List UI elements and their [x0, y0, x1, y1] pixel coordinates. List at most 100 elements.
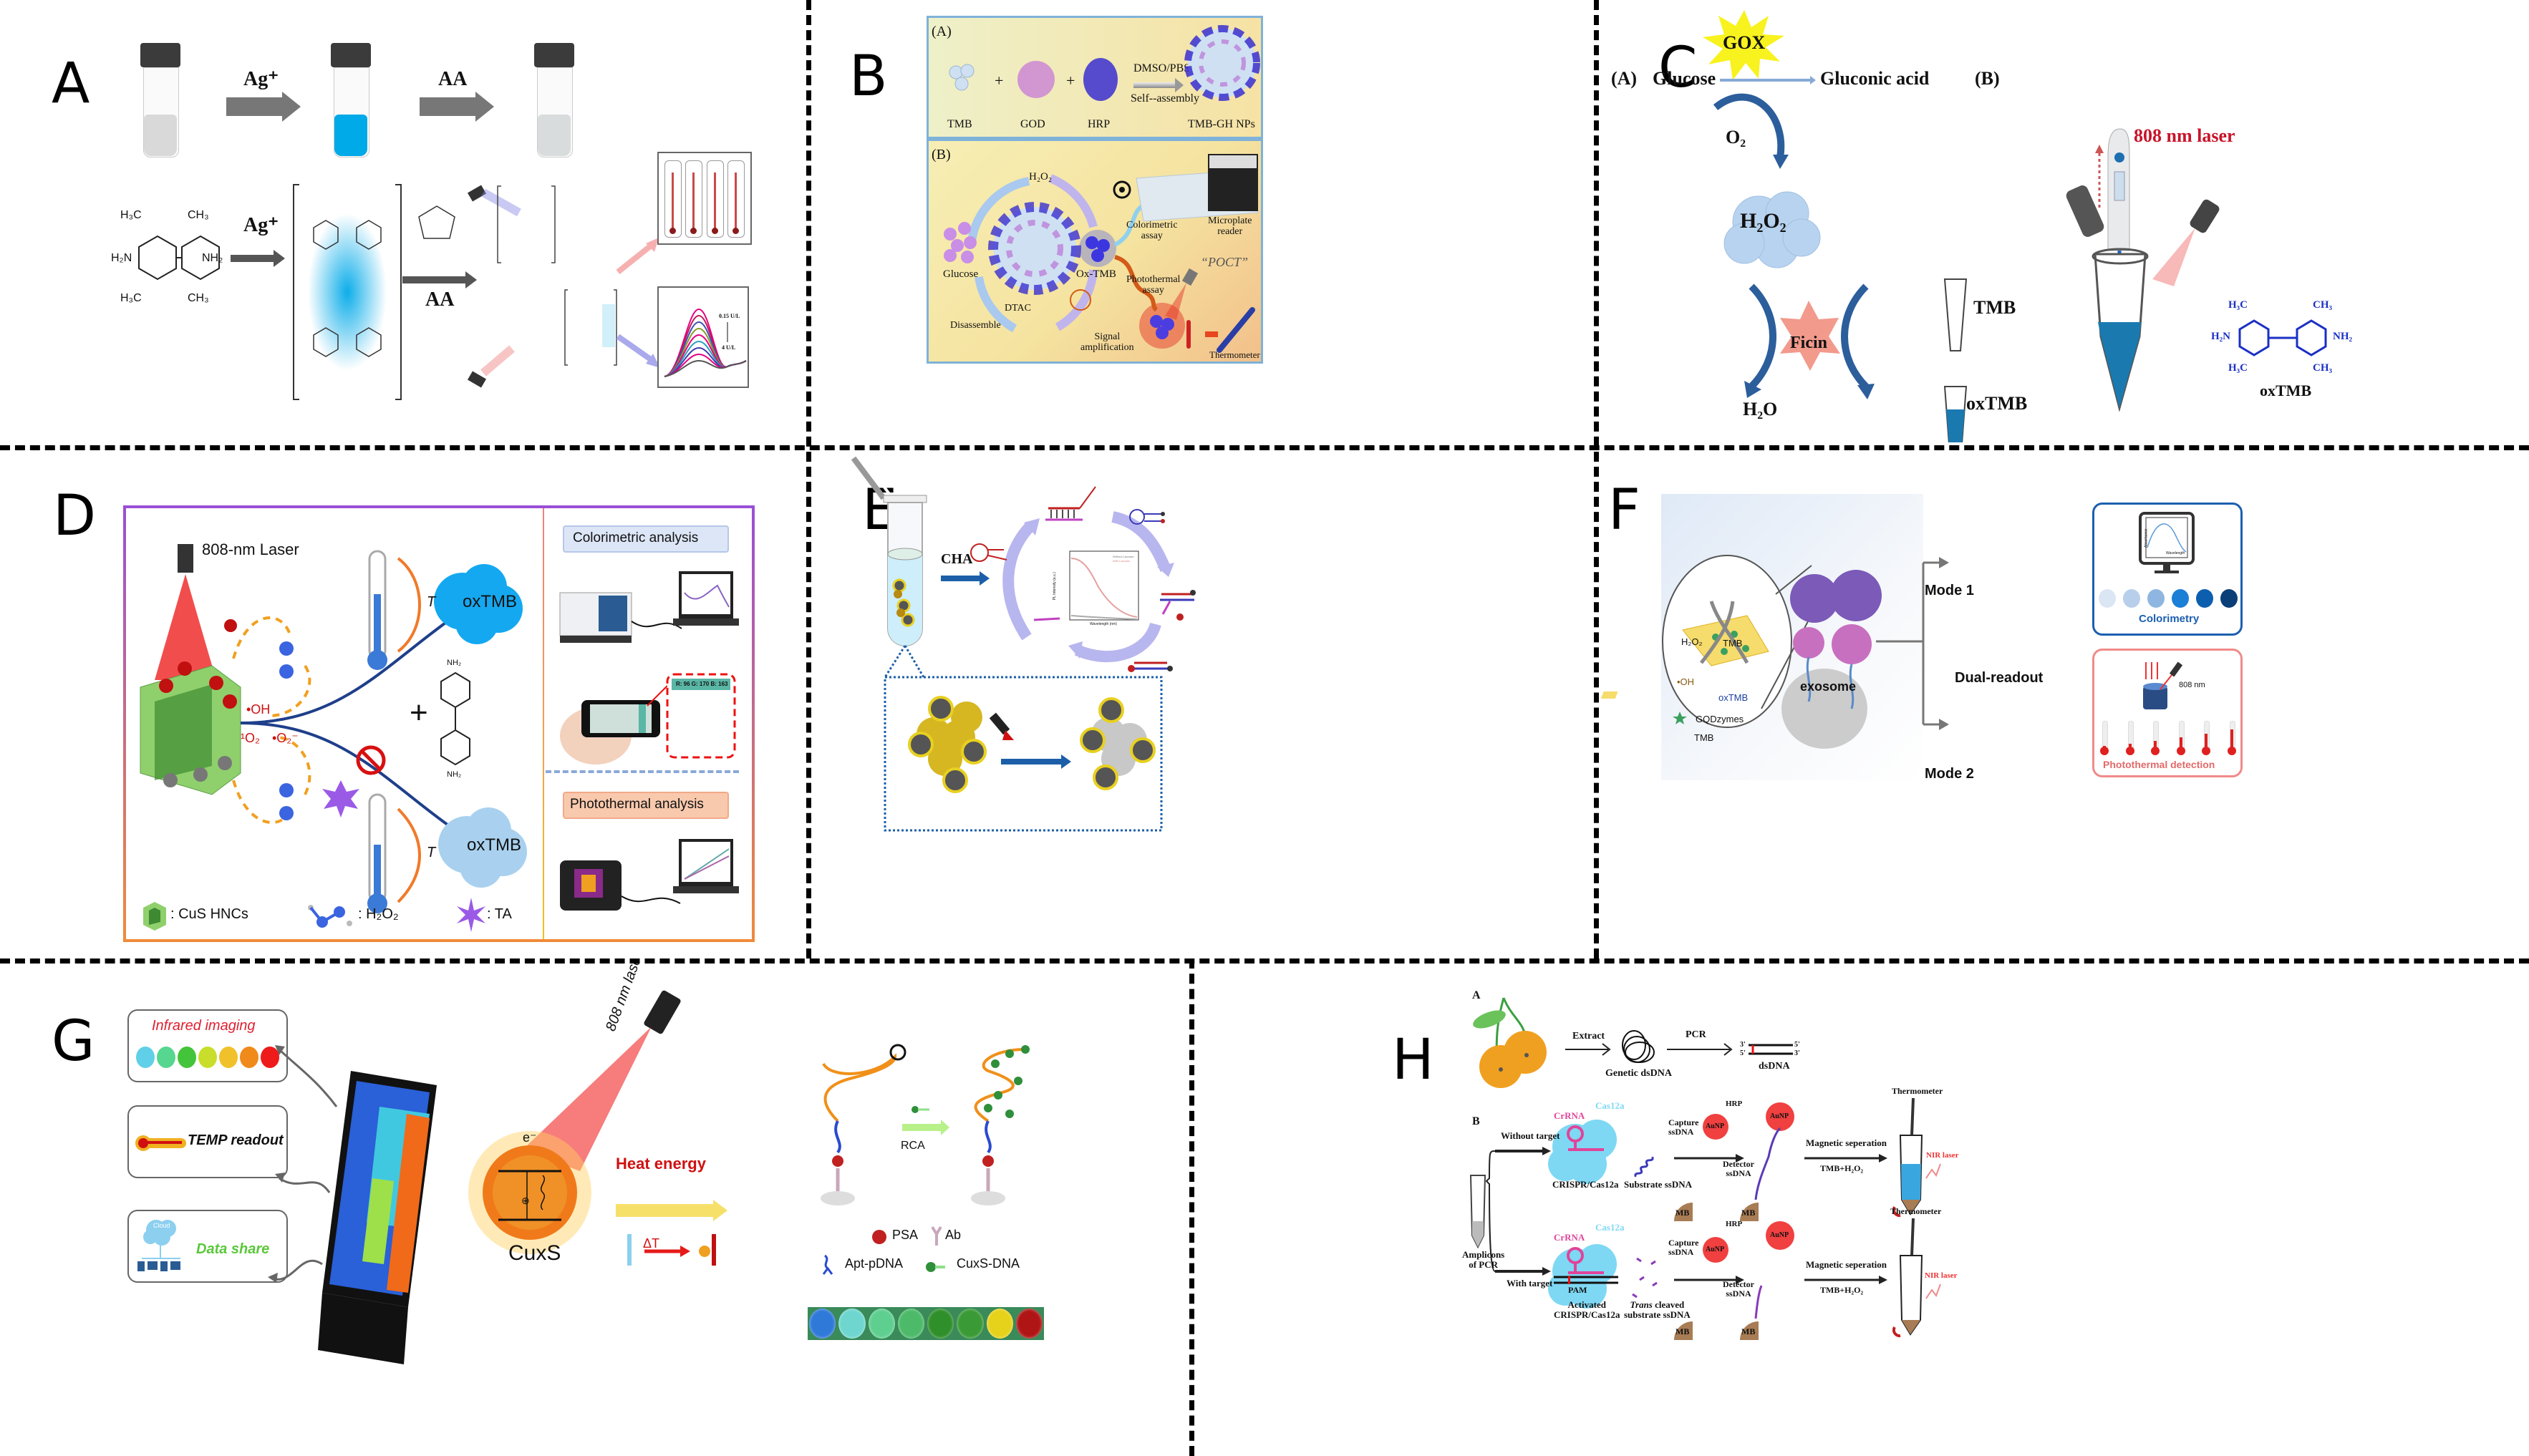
- label-signal-amplification: Signal amplification: [1080, 331, 1134, 354]
- label-thermometer-top: Thermometer: [1892, 1086, 1943, 1096]
- label-hrp-top: HRP: [1726, 1100, 1743, 1108]
- panel-f: F H₂O₂ TMB •OH oxTMB GQDzymes TMB exosom…: [1601, 451, 2529, 955]
- tmb-h3c-bottom: H₃C: [120, 292, 142, 304]
- label-nh2-top: NH₂: [447, 659, 462, 667]
- thermometer-icon: [727, 160, 745, 238]
- label-colorimetry: Colorimetry: [2139, 613, 2200, 625]
- label-capture-ssdna-top: Capture ssDNA: [1668, 1117, 1699, 1137]
- label-activated-crispr: Activated CRISPR/Cas12a: [1554, 1299, 1620, 1321]
- panel-label-h: H: [1392, 1028, 1434, 1092]
- vial-2: [331, 43, 371, 157]
- label-oxtmb-top: oxTMB: [463, 592, 518, 611]
- label-tmb-legend: TMB: [1694, 732, 1714, 743]
- panel-d: D: [0, 451, 802, 955]
- rgb-readout: R: 96 G: 170 B: 163: [676, 681, 728, 687]
- absorbance-spectrum-plot: [664, 308, 747, 377]
- label-cas12a-top: Cas12a: [1595, 1100, 1625, 1111]
- label-cha: CHA: [941, 551, 973, 567]
- thermometer-readout-box: [657, 152, 752, 245]
- label-mb-2: MB: [1741, 1208, 1756, 1218]
- thermometer-icon: [2151, 721, 2160, 755]
- label-trans-cleaved: Trans cleaved substrate ssDNA: [1624, 1299, 1691, 1321]
- photothermal-analysis-header: Photothermal analysis: [563, 792, 729, 819]
- label-cuxs: CuxS: [508, 1241, 561, 1265]
- label-poct: “POCT”: [1201, 255, 1249, 269]
- well: [897, 1309, 924, 1339]
- well: [809, 1309, 836, 1339]
- thermometer-icon: [2100, 721, 2109, 755]
- label-photothermal-analysis: Photothermal analysis: [570, 797, 704, 812]
- thermometer-icon: [2125, 721, 2134, 755]
- arrow-label-bottom: Self--assembly: [1131, 92, 1199, 105]
- label-oh: •OH: [1677, 676, 1695, 687]
- hrp-enzyme: [1083, 58, 1118, 101]
- vial-liquid: [538, 115, 571, 156]
- psa-icon: [872, 1230, 886, 1244]
- panel-label-f: F: [1608, 478, 1640, 543]
- reaction-arrows: [1713, 93, 1968, 442]
- struct-ch3-bottom: CH₃: [2313, 362, 2332, 374]
- label-nir-laser-top: NIR laser: [1926, 1151, 1959, 1160]
- label-trans-rest: cleaved substrate ssDNA: [1624, 1299, 1691, 1321]
- oxidized-tmb-complex: [293, 184, 402, 400]
- temp-readout-box: TEMP readout: [127, 1105, 288, 1178]
- arrowhead-dark-1: [274, 250, 285, 267]
- gox-starburst: [1703, 10, 1784, 80]
- arrow-label-top: DMSO/PBS: [1133, 62, 1191, 74]
- well: [957, 1309, 984, 1339]
- legend-cus-hncs: : CuS HNCs: [170, 906, 248, 922]
- legend-h2o2: : H₂O₂: [358, 906, 399, 922]
- label-dsdna: dsDNA: [1759, 1061, 1790, 1072]
- label-tmb: TMB: [947, 118, 972, 130]
- well-color-strip: [808, 1307, 1044, 1340]
- label-god: GOD: [1020, 118, 1045, 130]
- label-cas12a-bottom: Cas12a: [1595, 1222, 1625, 1233]
- colorimetry-dot: [2172, 589, 2189, 608]
- well: [986, 1309, 1013, 1339]
- vial-1: [140, 43, 180, 157]
- thermometer-icon: [664, 160, 682, 238]
- thermometer-tube-laser: [2066, 128, 2220, 412]
- crispr-detection-scheme: [1469, 1097, 1941, 1340]
- label-h2o: H₂O: [1743, 399, 1778, 419]
- label-colorimetric-assay: Colorimetric assay: [1126, 220, 1178, 242]
- photocatalysis-scheme: [140, 544, 527, 913]
- vial-3: [534, 43, 574, 157]
- subfig-b-label: (B): [932, 147, 951, 162]
- ascorbic-acid-structure: [418, 205, 455, 239]
- plus-2: +: [1066, 72, 1075, 89]
- label-photothermal-assay: Photothermal assay: [1126, 274, 1181, 296]
- label-pcr: PCR: [1686, 1029, 1706, 1040]
- divider-bottom: [1189, 958, 1194, 1456]
- thermometer-icon: [2227, 721, 2236, 755]
- thermal-camera-laptop: [560, 839, 739, 911]
- antibody-icon: [931, 1226, 942, 1246]
- label-infrared-imaging: Infrared imaging: [152, 1018, 256, 1034]
- label-magnetic-separation-top: Magnetic seperation: [1806, 1137, 1887, 1148]
- legend-psa: PSA: [892, 1228, 919, 1242]
- panel-d-frame: 808-nm Laser •OH ¹O₂ •O₂⁻ T T oxTMB oxTM…: [123, 505, 755, 942]
- label-end-5-right: 5': [1794, 1041, 1800, 1049]
- label-crrna-bottom: CrRNA: [1554, 1232, 1585, 1243]
- label-oh-radical: •OH: [246, 702, 271, 717]
- inner-chart-ylabel: PL Intensity (a.u.): [1052, 572, 1057, 601]
- thermometer-icon: [2176, 721, 2185, 755]
- divider-col2-top: [1594, 0, 1599, 958]
- monitor-icon: [2139, 512, 2195, 573]
- cha-scheme: [851, 454, 1196, 832]
- label-genetic-dsdna: Genetic dsDNA: [1605, 1068, 1672, 1079]
- label-pam: PAM: [1568, 1285, 1587, 1295]
- struct-ch3-top: CH₃: [2313, 299, 2332, 311]
- infrared-imaging-box: Infrared imaging: [127, 1009, 288, 1082]
- spectrum-label-bottom: 4 U/L: [722, 344, 736, 351]
- photothermal-box: 808 nm Photothermal detection: [2092, 649, 2243, 777]
- label-end-3-top: 3': [1740, 1041, 1746, 1049]
- label-h2o2: H₂O₂: [1681, 636, 1703, 647]
- vial-liquid: [334, 115, 367, 156]
- label-nh2-bottom: NH₂: [447, 770, 462, 779]
- label-sub-a: (A): [1611, 68, 1638, 89]
- label-glucose: Glucose: [943, 268, 979, 280]
- struct-h3c-top: H₃C: [2228, 299, 2248, 311]
- label-hrp-bottom: HRP: [1726, 1220, 1743, 1228]
- thermometer-row: [2100, 721, 2236, 755]
